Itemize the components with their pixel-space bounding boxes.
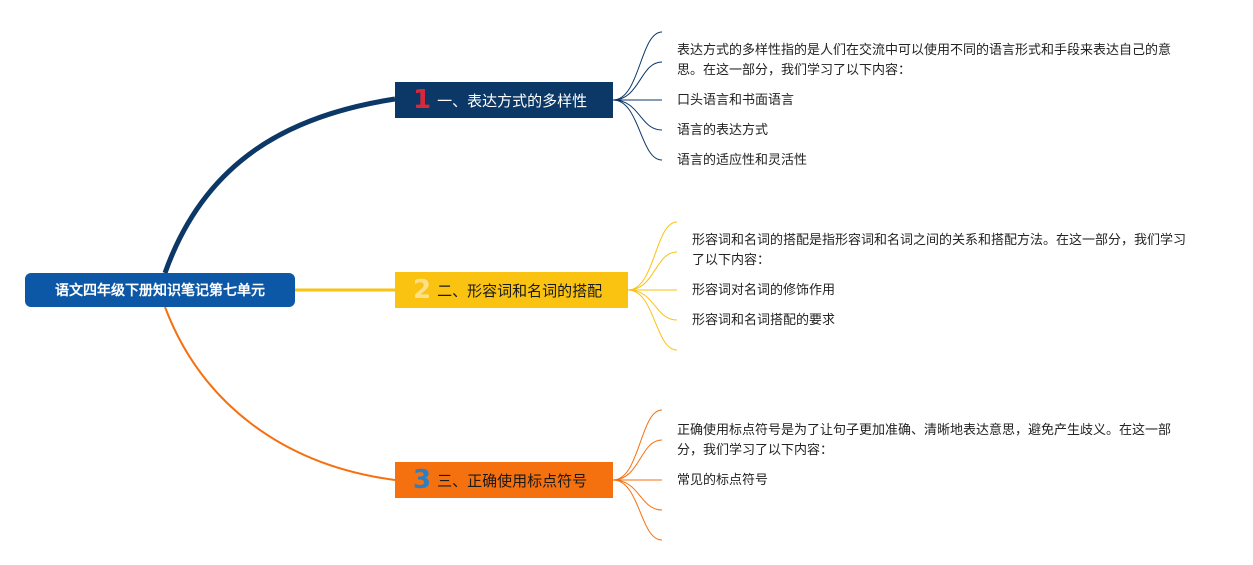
link-t2-desc-b — [627, 251, 678, 291]
link-root-topic-3 — [164, 306, 396, 481]
link-t3-item-2 — [612, 479, 663, 511]
link-t1-desc-b — [612, 61, 663, 101]
topic-3-description[interactable]: 正确使用标点符号是为了让句子更加准确、清晰地表达意思，避免产生歧义。在这一部分，… — [677, 423, 1172, 458]
topic-title: 二、形容词和名词的搭配 — [437, 281, 603, 300]
link-t1-desc-a — [612, 31, 663, 101]
topic-1-item-2[interactable]: 语言的表达方式 — [677, 123, 769, 138]
link-t2-item-2 — [627, 289, 678, 321]
topic-1-item-3[interactable]: 语言的适应性和灵活性 — [677, 153, 808, 168]
topic-number: 2 — [413, 275, 432, 305]
topic-2-item-2[interactable]: 形容词和名词搭配的要求 — [692, 313, 836, 328]
link-t1-item-3 — [612, 99, 663, 161]
link-t1-item-2 — [612, 99, 663, 131]
root-label: 语文四年级下册知识笔记第七单元 — [55, 283, 265, 299]
topic-1-description[interactable]: 表达方式的多样性指的是人们在交流中可以使用不同的语言形式和手段来表达自己的意思。… — [677, 43, 1172, 78]
topic-2-item-1[interactable]: 形容词对名词的修饰作用 — [692, 283, 836, 298]
topic-1-item-1[interactable]: 口头语言和书面语言 — [677, 93, 795, 108]
topic-node-2[interactable]: 2 二、形容词和名词的搭配 — [395, 272, 628, 308]
link-t2-item-3 — [627, 289, 678, 351]
topic-2-description[interactable]: 形容词和名词的搭配是指形容词和名词之间的关系和搭配方法。在这一部分，我们学习了以… — [692, 233, 1187, 268]
link-t3-desc-a — [612, 409, 663, 481]
topic-node-3[interactable]: 3 三、正确使用标点符号 — [395, 462, 613, 498]
link-t3-desc-b — [612, 439, 663, 481]
link-t3-item-3 — [612, 479, 663, 541]
link-t2-desc-a — [627, 221, 678, 291]
topic-number: 3 — [413, 465, 432, 495]
link-root-topic-1 — [162, 96, 396, 274]
topic-number: 1 — [413, 85, 432, 115]
topic-title: 三、正确使用标点符号 — [437, 471, 588, 490]
topic-title: 一、表达方式的多样性 — [437, 91, 588, 110]
topic-3-item-1[interactable]: 常见的标点符号 — [677, 473, 769, 488]
topic-node-1[interactable]: 1 一、表达方式的多样性 — [395, 82, 613, 118]
root-node[interactable]: 语文四年级下册知识笔记第七单元 — [25, 273, 295, 307]
